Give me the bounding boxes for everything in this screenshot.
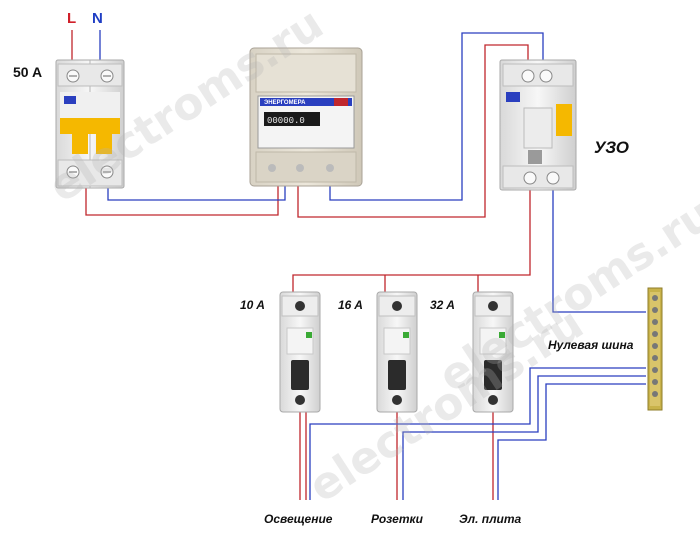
neutral-wires xyxy=(99,30,646,500)
circuit-lighting-label: Освещение xyxy=(264,512,333,526)
meter-reading: 00000.0 xyxy=(267,116,305,126)
circuit-stove-label: Эл. плита xyxy=(459,512,522,526)
circuit-sockets-label: Розетки xyxy=(371,512,423,526)
breaker-2-rating: 16 A xyxy=(338,298,363,312)
label-n: N xyxy=(92,10,103,27)
rcd-label: УЗО xyxy=(594,138,630,157)
main-breaker-rating: 50 A xyxy=(13,64,43,80)
phase-wires xyxy=(71,30,531,500)
electricity-meter xyxy=(249,47,363,187)
rcd-device xyxy=(499,59,577,191)
breaker-16a xyxy=(376,291,418,413)
neutral-bus-bar xyxy=(647,287,663,411)
neutral-bus-label: Нулевая шина xyxy=(548,338,634,352)
breaker-3-rating: 32 A xyxy=(430,298,455,312)
breaker-32a xyxy=(472,291,514,413)
meter-brand: ЭНЕРГОМЕРА xyxy=(264,100,306,106)
main-breaker xyxy=(55,59,125,189)
breaker-1-rating: 10 A xyxy=(240,298,265,312)
breaker-10a xyxy=(279,291,321,413)
label-l: L xyxy=(67,10,77,27)
